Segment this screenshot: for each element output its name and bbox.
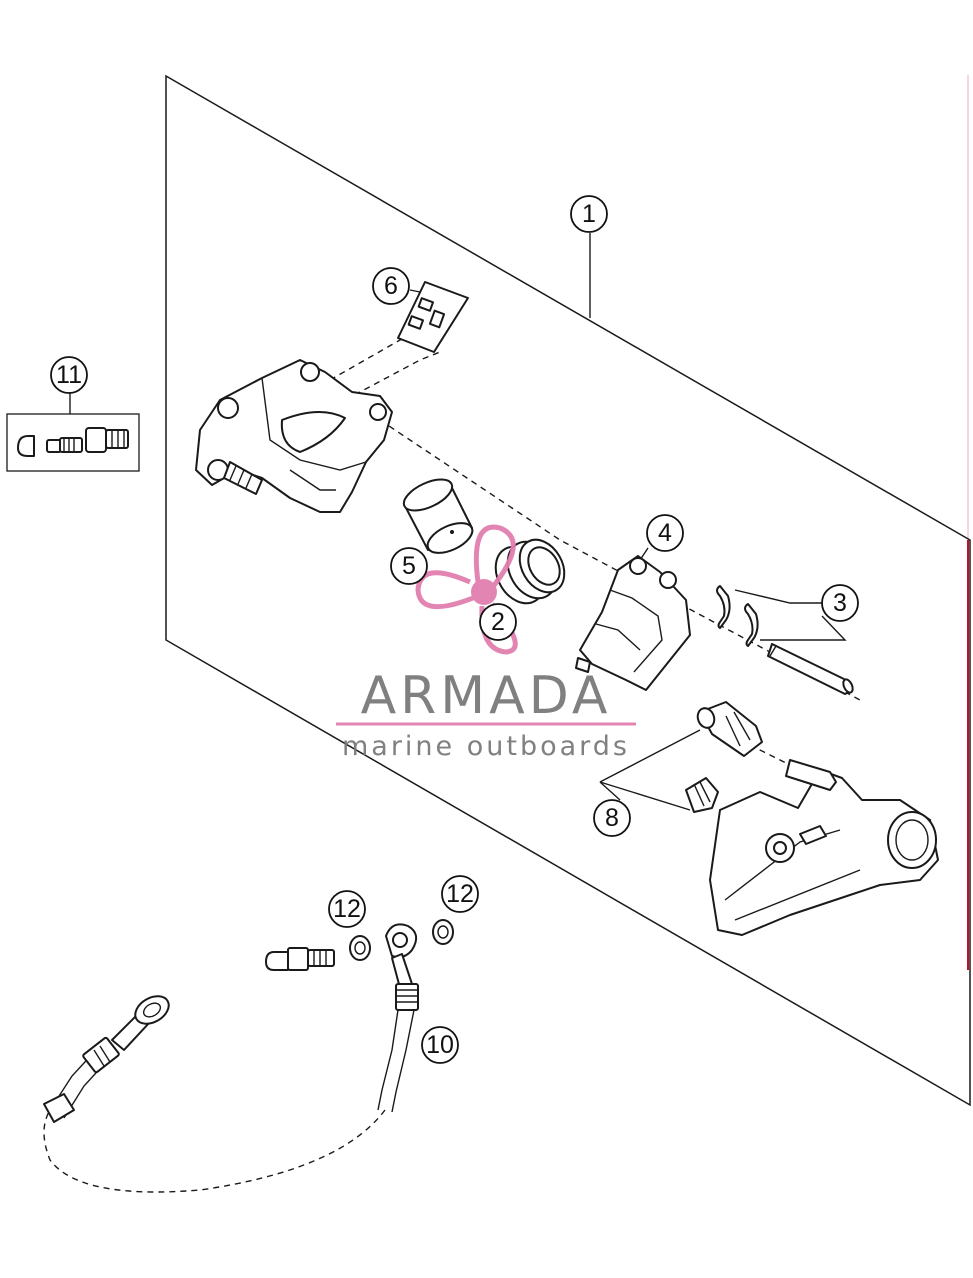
callout-label: 5 xyxy=(402,552,416,580)
callout-5: 5 xyxy=(390,547,428,585)
pad-pin-clips-part xyxy=(716,585,854,695)
bleed-screw-kit xyxy=(17,427,129,457)
callout-11: 11 xyxy=(50,356,88,394)
callout-label: 4 xyxy=(658,519,672,547)
leader-3 xyxy=(734,589,822,604)
callout-label: 12 xyxy=(446,880,474,908)
leader-6 xyxy=(409,289,421,293)
callout-6: 6 xyxy=(372,267,410,305)
watermark-brand: ARMADA xyxy=(361,666,612,726)
callout-2: 2 xyxy=(479,603,517,641)
alignment-spring-dash-2 xyxy=(344,351,441,401)
pad-spring-part xyxy=(397,281,469,353)
callout-12b: 12 xyxy=(441,875,479,913)
callout-3: 3 xyxy=(821,584,859,622)
callout-label: 3 xyxy=(833,589,847,617)
piston-seal-part xyxy=(494,538,566,605)
callout-12a: 12 xyxy=(328,890,366,928)
callout-1: 1 xyxy=(570,195,608,233)
leader-3b xyxy=(760,615,847,641)
callout-8: 8 xyxy=(593,799,631,837)
callout-label: 12 xyxy=(333,895,361,923)
callout-label: 6 xyxy=(384,272,398,300)
assembly-frame xyxy=(165,74,971,1107)
alignment-pin-dash xyxy=(379,419,861,701)
callout-label: 8 xyxy=(605,804,619,832)
callout-label: 11 xyxy=(56,361,82,389)
brake-pads-part xyxy=(575,555,691,691)
banjo-bolt-part xyxy=(265,919,454,971)
leader-8c xyxy=(599,781,621,801)
caliper-body xyxy=(195,359,393,513)
brake-hose-part xyxy=(43,923,419,1193)
callout-4: 4 xyxy=(646,514,684,552)
armada-watermark: ARMADA marine outboards xyxy=(336,524,636,762)
leader-8b xyxy=(599,781,691,811)
caliper-bracket xyxy=(709,759,939,936)
callout-label: 10 xyxy=(426,1031,454,1059)
callout-label: 1 xyxy=(582,200,596,228)
leader-8 xyxy=(599,729,701,783)
piston-part xyxy=(402,478,474,554)
guide-bolts-part xyxy=(685,701,763,813)
watermark-tagline: marine outboards xyxy=(342,731,630,762)
callout-label: 2 xyxy=(491,608,505,636)
callout-10: 10 xyxy=(421,1026,459,1064)
